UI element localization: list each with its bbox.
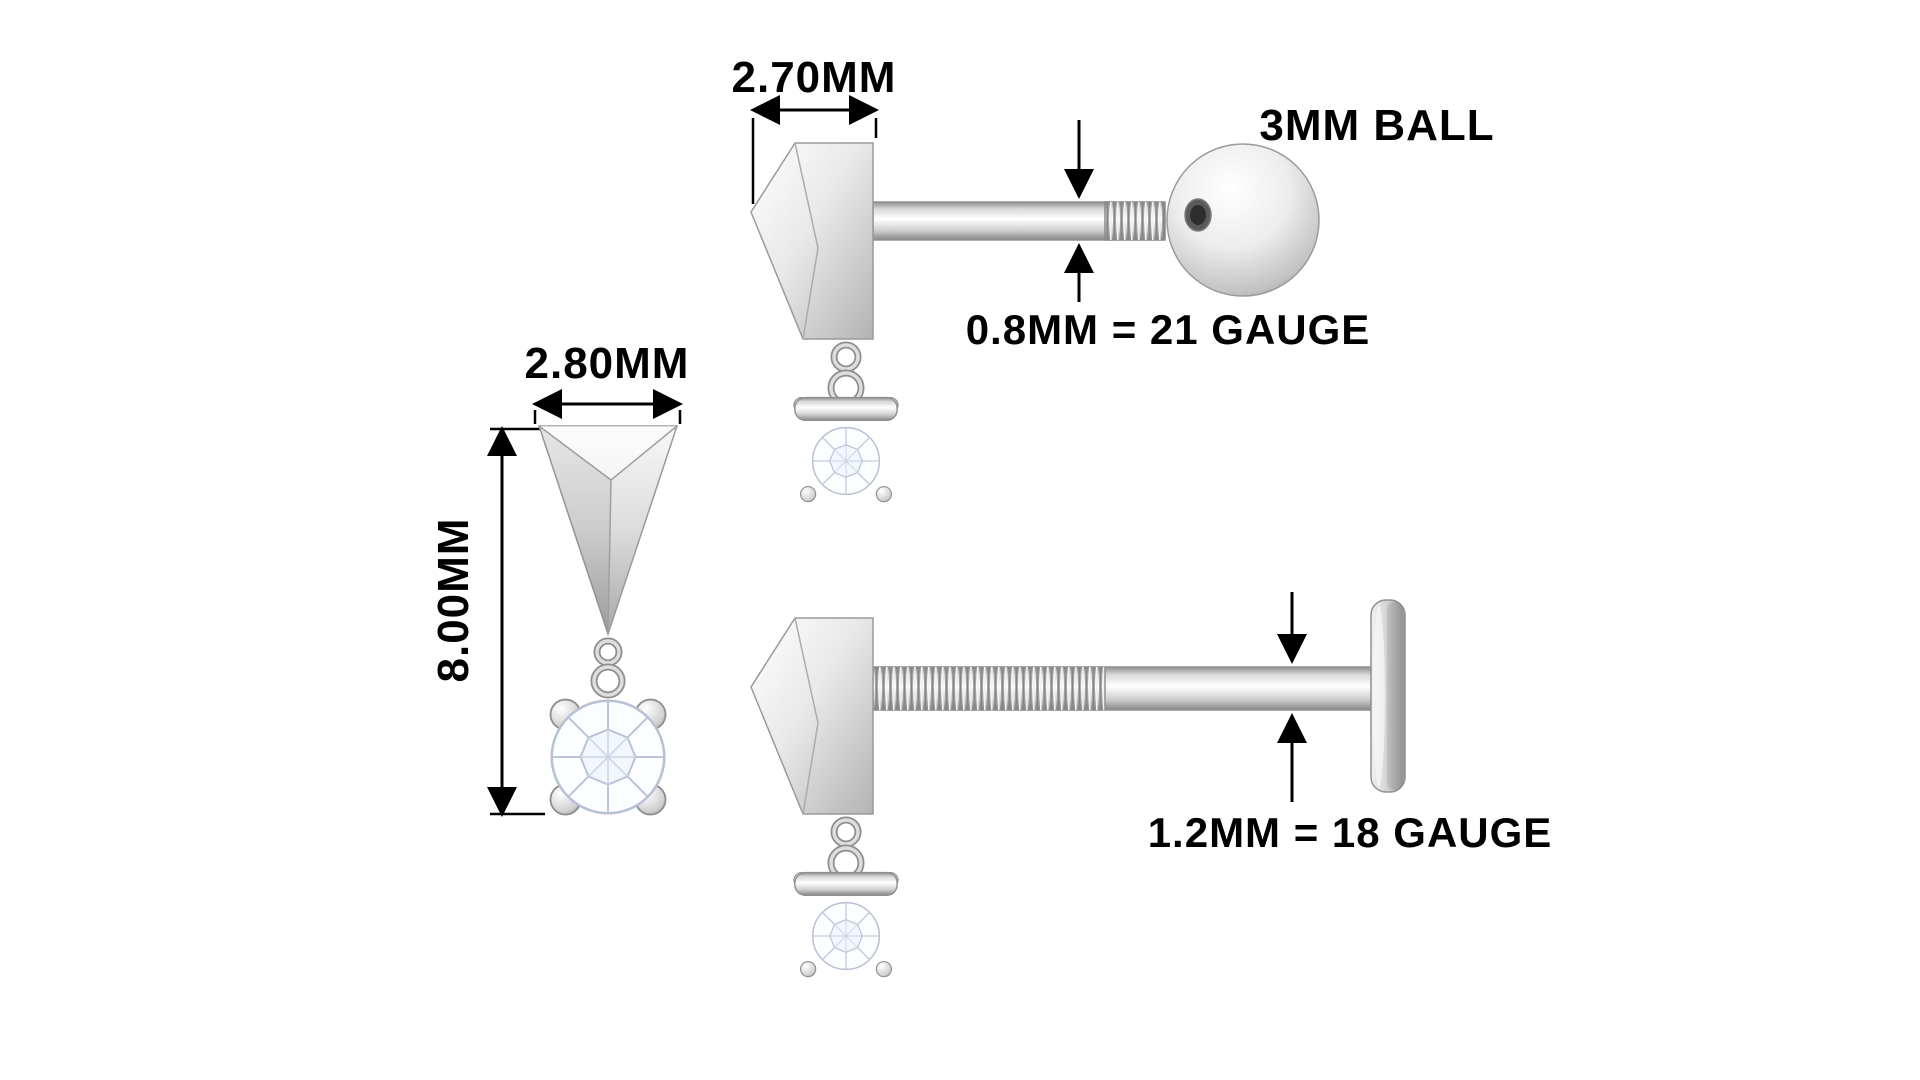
triangle-pendant [537, 425, 679, 637]
jump-rings [827, 816, 865, 882]
head-width-label: 2.70MM [732, 53, 897, 102]
gauge-label-top: 0.8MM = 21 GAUGE [966, 306, 1371, 353]
stud-head [750, 617, 874, 815]
diamond-dangle [794, 398, 898, 502]
pendant-height-label: 8.00MM [429, 518, 478, 683]
side-view-labret [750, 599, 1406, 977]
jump-rings [827, 341, 865, 407]
diamond-dangle [794, 873, 898, 977]
pendant-width-label: 2.80MM [525, 339, 690, 388]
stud-head-facet [794, 142, 819, 340]
dimension-head-width: 2.70MM [732, 53, 897, 204]
ball-size-label: 3MM BALL [1259, 101, 1494, 150]
triangle-top-facet [539, 426, 677, 480]
labret-disc [1370, 599, 1406, 793]
triangle-left-facet [539, 426, 611, 634]
stud-head-facet [794, 617, 819, 815]
side-view-ball-stud [750, 142, 1320, 502]
gauge-label-bottom: 1.2MM = 18 GAUGE [1148, 809, 1553, 856]
stud-post [872, 201, 1110, 241]
dimension-post-gauge-bottom: 1.2MM = 18 GAUGE [1148, 592, 1553, 856]
front-view: 2.80MM 8.00MM [429, 339, 690, 817]
diamond-drop [551, 700, 666, 815]
stud-head [750, 142, 874, 340]
ball-thread-hole-inner [1190, 205, 1206, 225]
dimension-post-gauge-top: 0.8MM = 21 GAUGE [966, 120, 1371, 353]
labret-post [1104, 666, 1376, 711]
stud-threads [1104, 201, 1166, 241]
labret-threads [872, 666, 1106, 711]
ball-end [1166, 143, 1320, 297]
jump-rings [590, 637, 626, 699]
triangle-facet-edges [538, 425, 678, 635]
